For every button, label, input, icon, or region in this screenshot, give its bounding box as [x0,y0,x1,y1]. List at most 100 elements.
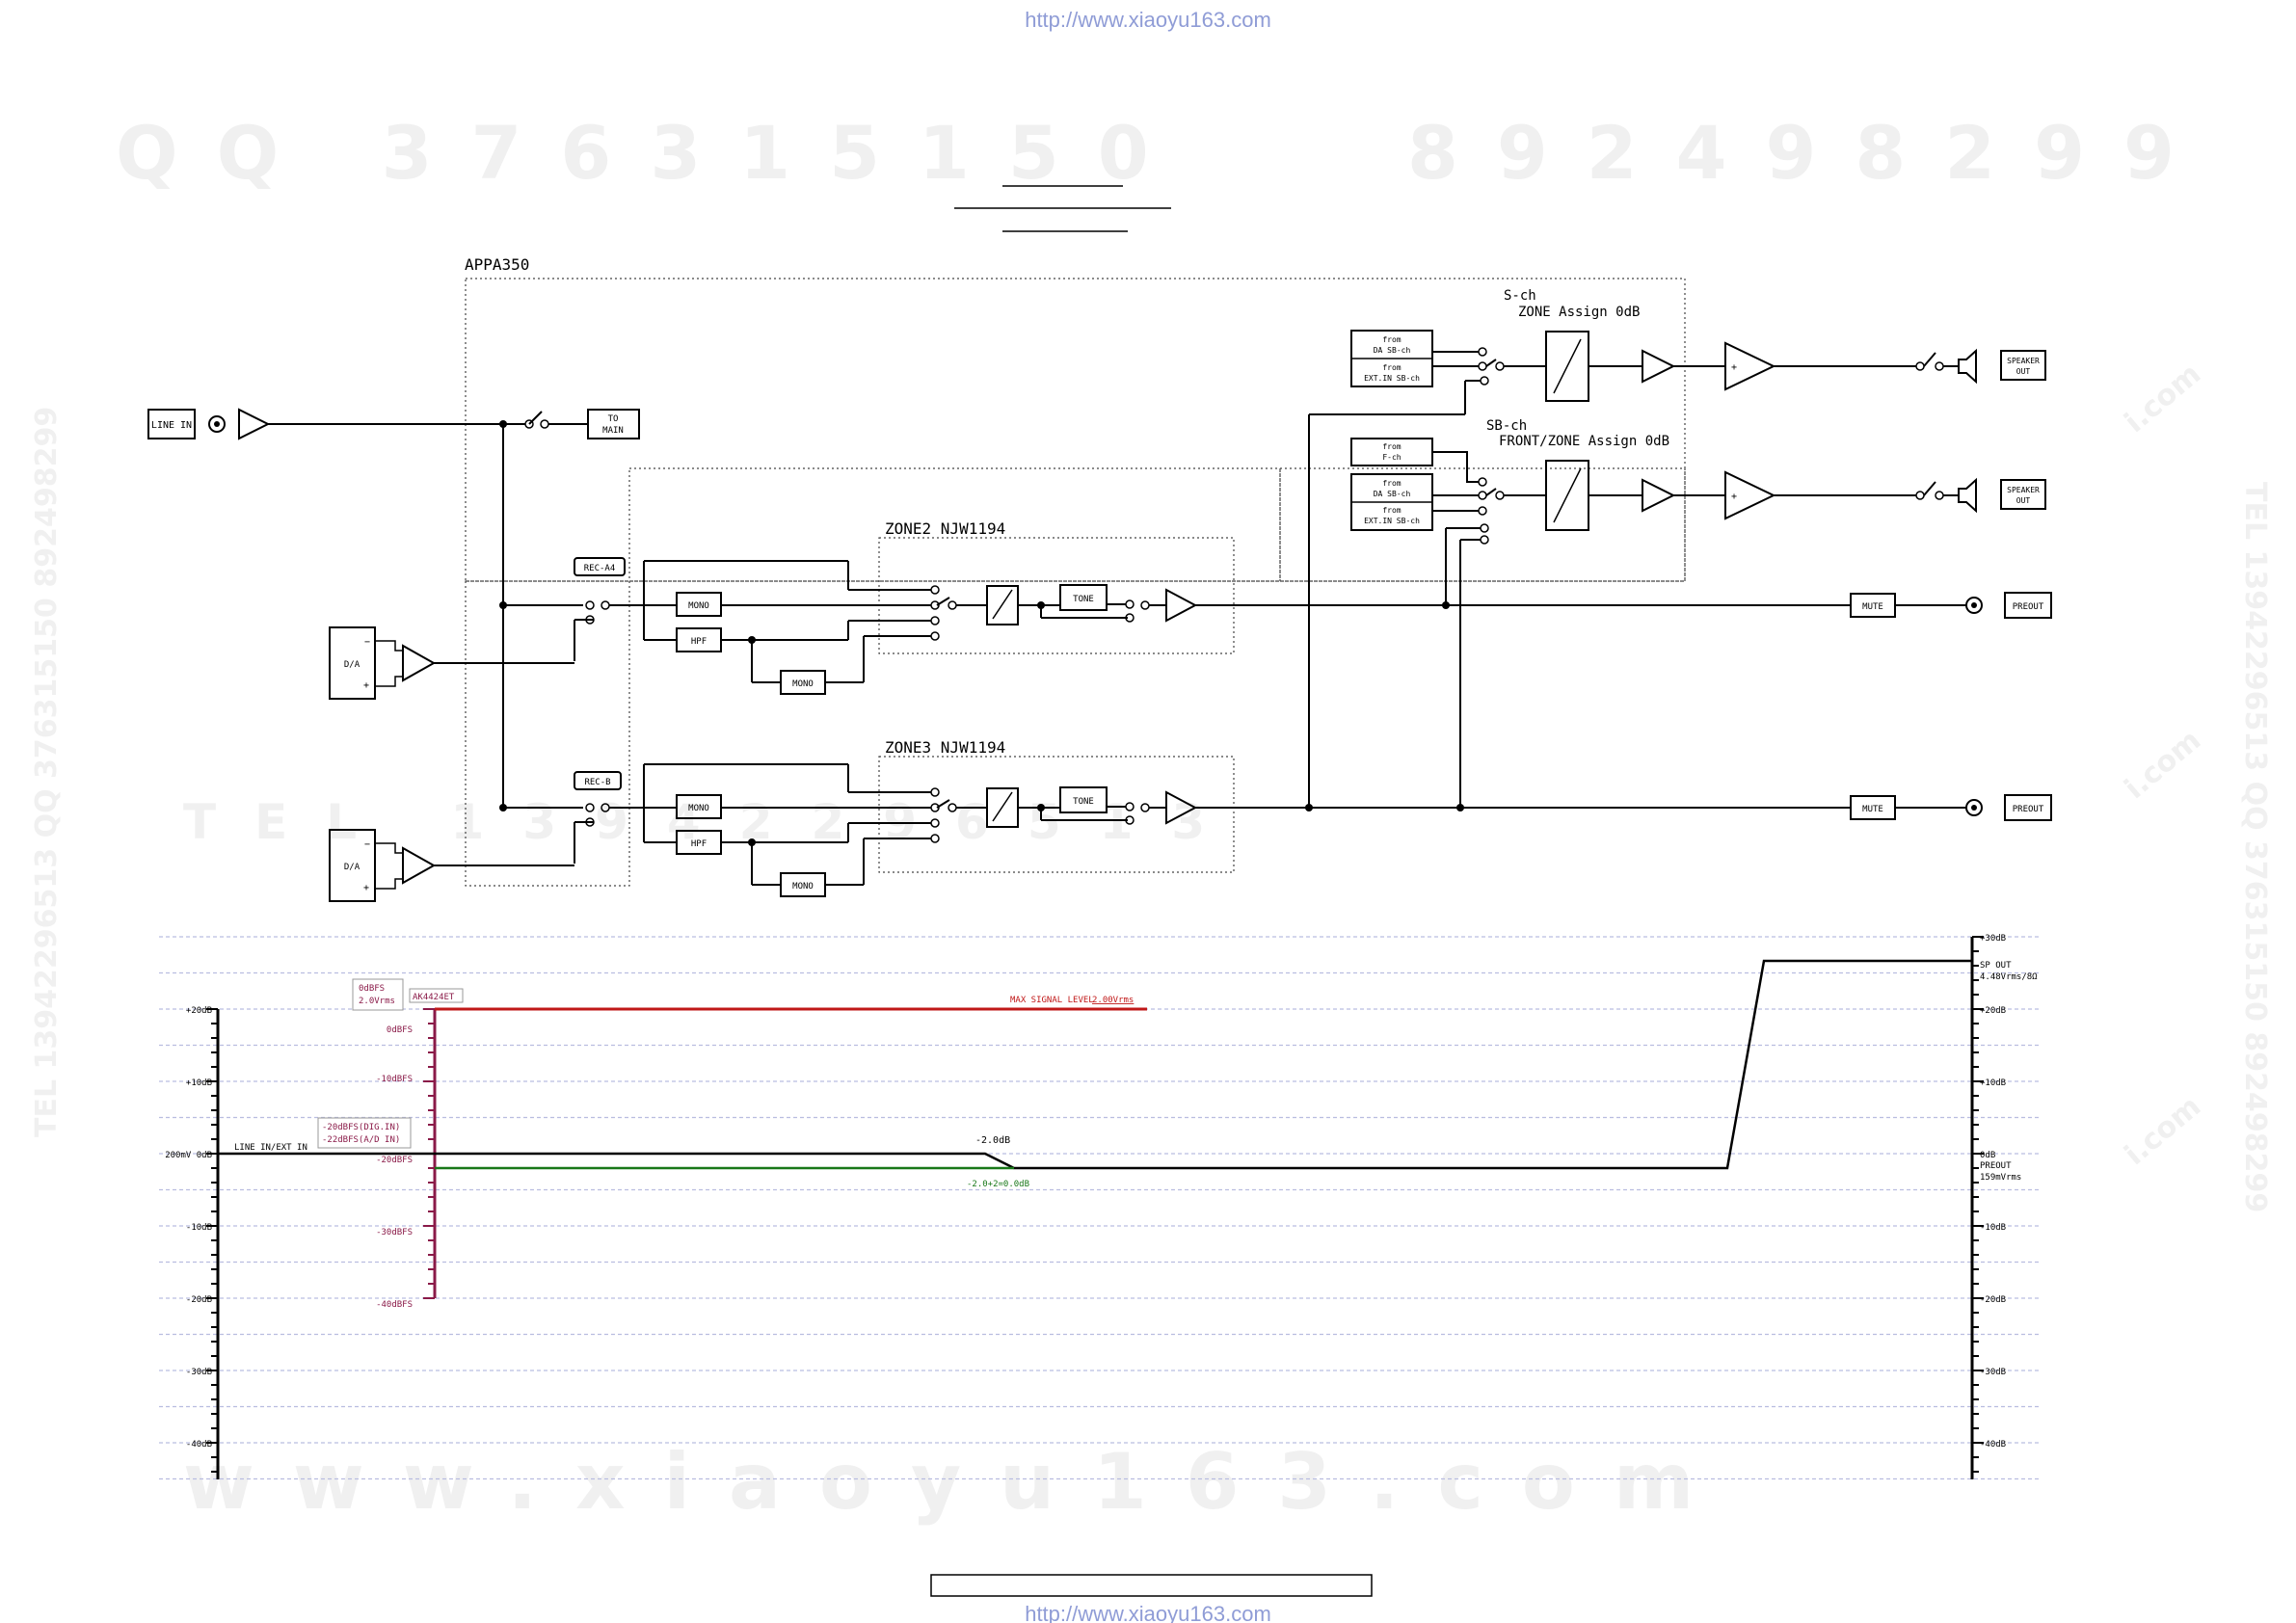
tel-watermark: TEL 13942296513 [183,794,1243,850]
sb-f-wire [1432,451,1479,483]
zone3-title: ZONE3 NJW1194 [885,738,1005,757]
sb-vol-arrow-icon [1553,467,1582,523]
preout-jack-z3-center-icon [1971,805,1977,811]
sb-relay-contact-2-icon [1935,491,1944,500]
sb-sel-1-icon [1478,477,1487,487]
phone-watermark: 892498299 [1407,110,2213,196]
preout-jack-z2-icon [1965,597,1983,614]
s-relay-contact-icon [1915,361,1925,371]
mono2-label-z3: MONO [792,882,814,891]
dbfs-m30: -30dBFS [376,1228,413,1237]
s-ch-title: S-ch [1504,288,1536,304]
ak-box [409,988,464,1003]
s-power-amp-icon [1724,341,1776,391]
qq-watermark: QQ 376315150 [116,110,1188,196]
da-opamp-icon-z3 [402,846,437,885]
sb-relay-contact-icon [1915,491,1925,500]
right-scale-p20: +20dB [1980,1006,2006,1016]
s-relay-contact-2-icon [1935,361,1944,371]
rec-b-box [574,771,622,790]
preout-box-z2 [2004,592,2052,619]
z2-tsel-1-icon [1125,599,1135,609]
www-watermark: www.xiaoyu163.com [183,1437,1732,1527]
sb-ch-assign: FRONT/ZONE Assign 0dB [1499,434,1669,449]
footer-box [930,1574,1373,1597]
right-scale-m20: -20dB [1980,1295,2006,1305]
hpf-label-z3: HPF [691,839,707,849]
analog-level-trace [218,959,1972,1170]
tone-box-z2 [1059,584,1108,611]
level-diagram: +20dB +10dB 200mV 0dB -10dB -20dB -30dB … [159,934,2042,1480]
bottom-url[interactable]: http://www.xiaoyu163.com [1025,1602,1271,1623]
s-sel-2-icon [1478,361,1487,371]
tone-label-z2: TONE [1073,595,1094,604]
dbfs-m20: -20dBFS [376,1156,413,1165]
mono2-label-z2: MONO [792,679,814,689]
rec-b-contact-icon [585,803,595,812]
zone2-region [878,537,1235,654]
s-from-ext-2: EXT.IN SB-ch [1364,374,1420,383]
corner-watermark-2: i.com [2119,724,2207,807]
mute-label-z3: MUTE [1862,805,1883,814]
right-scale-p30: +30dB [1980,934,2006,944]
box-0dbfs-line2: 2.0Vrms [359,997,395,1006]
box-20dbfs [317,1117,412,1149]
speaker-out-s-2: OUT [2016,367,2031,376]
left-side-watermark: TEL 13942296513 QQ 376315150 892498299 [30,407,64,1137]
switch-contact-2-icon [540,419,549,429]
rec-a4-contact-2-icon [601,600,610,610]
preout-level-value: 159mVrms [1980,1173,2021,1183]
z2-sel-2-icon [930,600,940,610]
level-grid [159,936,2042,1480]
ak-label: AK4424ET [413,993,455,1002]
sb-sel-5-icon [1480,535,1489,545]
speaker-out-box-sb [2000,479,2046,510]
z3-tsel-1-icon [1125,802,1135,812]
hpf-label-z2: HPF [691,637,707,647]
z2-sel-blade-icon [936,597,950,606]
right-side-watermark: TEL 13942296513 QQ 376315150 892498299 [2238,482,2272,1212]
sb-sel-2-icon [1478,491,1487,500]
left-scale-m40: -40dB [186,1440,212,1450]
preout-level-label: PREOUT [1980,1161,2012,1171]
s-from-da-1: from [1382,335,1401,344]
top-url[interactable]: http://www.xiaoyu163.com [1025,8,1271,32]
right-scale-m30: -30dB [1980,1368,2006,1377]
s-sel-common-icon [1495,361,1505,371]
minus2db-label: -2.0dB [975,1135,1010,1146]
to-main-label-2: MAIN [602,426,624,436]
sb-from-ext-1: from [1382,506,1401,515]
sb-power-amp-icon [1724,470,1776,520]
z2-sel-1-icon [930,585,940,595]
s-amp1-icon [1642,349,1676,384]
appa350-lower-region [465,580,630,887]
zone2-title: ZONE2 NJW1194 [885,519,1005,538]
line-in-label: LINE IN [151,420,192,431]
da-plus-z3: + [363,883,369,893]
sp-out-value: 4.48Vrms/8Ω [1980,972,2038,982]
sb-relay-blade-icon [1923,481,1936,496]
to-main-label-1: TO [608,414,619,424]
box-20dbfs-line2: -22dBFS(A/D IN) [322,1135,400,1145]
sb-sel-blade-icon [1485,488,1497,496]
da-minus-z3: − [364,839,370,850]
sb-from-da-2: DA SB-ch [1374,490,1411,498]
preout-label-z2: PREOUT [2013,602,2044,612]
right-scale-m10: -10dB [1980,1223,2006,1233]
z3-vol-arrow-icon [992,791,1013,822]
da-opamp-icon-z2 [402,644,437,682]
block-diagram: APPA350 LINE IN TO MAIN REC-A4 [147,255,2052,902]
corner-watermark-3: i.com [2119,1090,2207,1173]
dbfs-m40: -40dBFS [376,1300,413,1310]
sb-from-da-1: from [1382,479,1401,488]
left-scale-p10: +10dB [186,1078,212,1088]
da-label-z3: D/A [344,863,360,872]
sb-sel-common-icon [1495,491,1505,500]
da-opamp-wire-2-z2 [375,676,403,687]
line-in-box [147,409,196,439]
rec-a4-label: REC-A4 [584,564,616,573]
speaker-out-sb-1: SPEAKER [2007,486,2040,494]
max-signal-label: MAX SIGNAL LEVEL [1010,996,1094,1005]
